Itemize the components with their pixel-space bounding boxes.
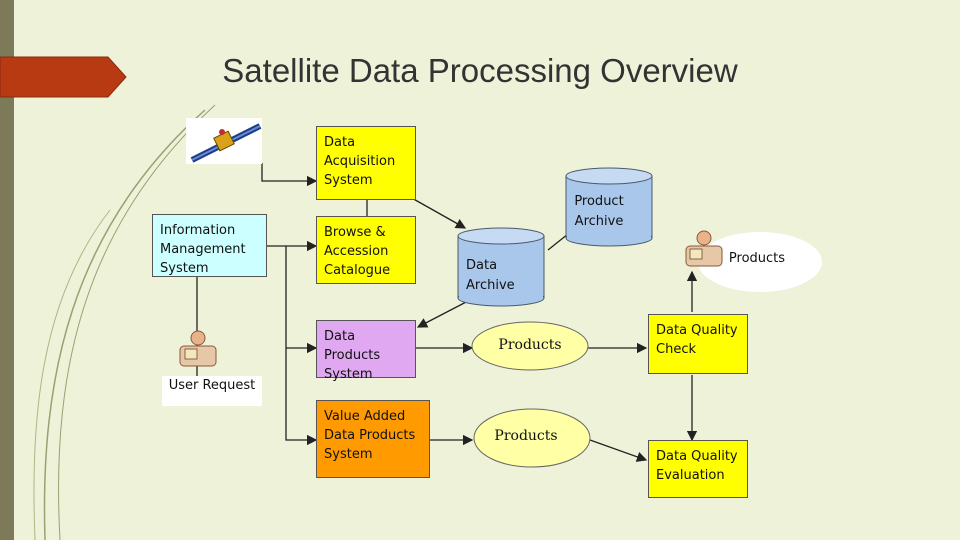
product-archive-label: Product Archive: [574, 194, 624, 229]
swoosh-line-3: [33, 209, 111, 540]
products-label-3: Products: [728, 251, 786, 266]
connector-satellite-acquisition: [261, 163, 318, 187]
connector-acquisition-archive: [409, 196, 467, 229]
connector-product-archive-data-archive: [547, 233, 569, 251]
products-ellipse-1: [471, 321, 589, 371]
products-label-1: Products: [498, 337, 562, 353]
swoosh-line-1: [43, 109, 206, 540]
connector-products-dq-eval: [589, 439, 648, 462]
value-added-data-products-system: Value Added Data Products System: [316, 400, 430, 478]
data-quality-evaluation: Data Quality Evaluation: [648, 440, 748, 498]
data-acquisition-system: Data Acquisition System: [316, 126, 416, 200]
connector-trunk-value-added: [285, 246, 318, 446]
satellite-icon: [186, 118, 262, 164]
data-archive-cylinder: [457, 227, 545, 307]
page-title: Satellite Data Processing Overview: [222, 52, 738, 89]
swoosh-line-2: [58, 104, 216, 540]
products-ellipse-2: [473, 408, 591, 468]
data-products-system: Data Products System: [316, 320, 416, 382]
product-archive-cylinder: [565, 167, 653, 247]
information-management-system: Information Management System: [152, 214, 267, 277]
accent-tab-shape: [0, 57, 126, 97]
data-archive-label: Data Archive: [466, 258, 515, 293]
user-request-label: User Request: [162, 376, 262, 406]
left-sidebar-bar: [0, 0, 14, 540]
products-ellipse-3: [698, 232, 822, 292]
user-icon: [179, 330, 217, 367]
browse-accession-catalogue: Browse & Accession Catalogue: [316, 216, 416, 284]
data-quality-check: Data Quality Check: [648, 314, 748, 374]
user-icon-2: [685, 230, 723, 267]
products-label-2: Products: [494, 428, 558, 444]
connector-archive-products-system: [416, 299, 471, 328]
